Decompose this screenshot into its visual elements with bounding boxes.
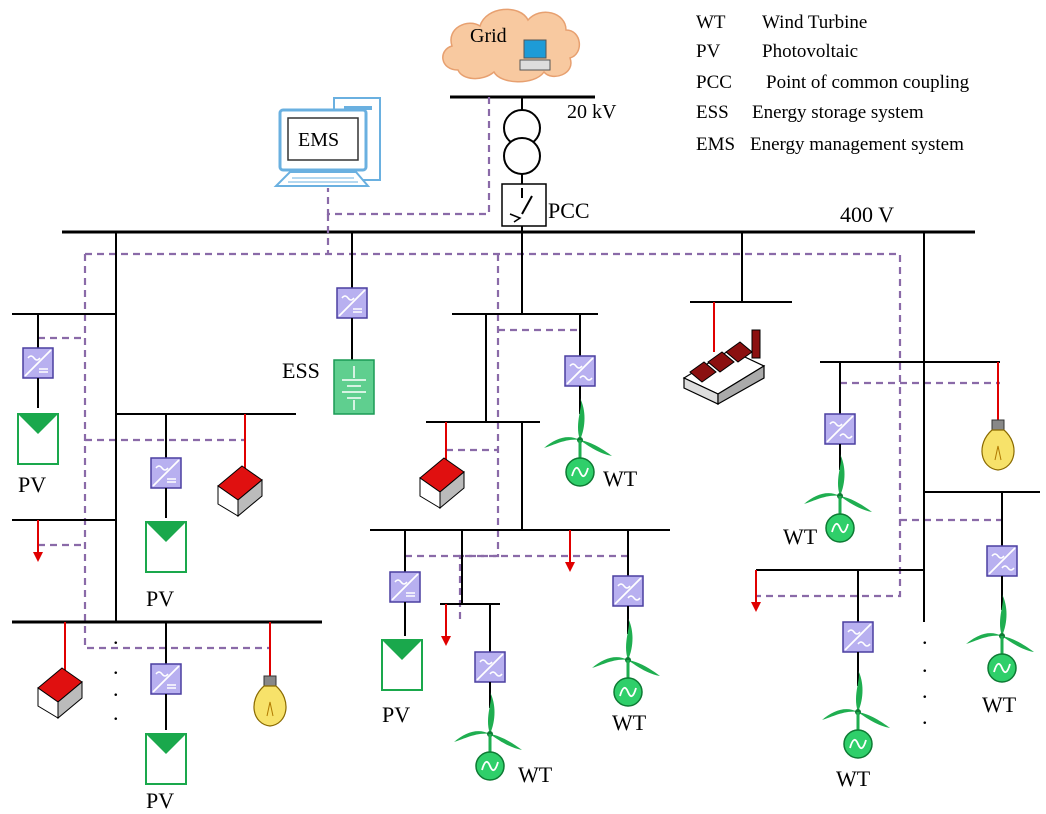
bulb-load-1-icon [253, 675, 287, 727]
grid-cloud-icon [442, 8, 580, 83]
load-arrow-2-icon [440, 603, 452, 647]
svg-text:.: . [113, 654, 119, 679]
wt-converter-2 [474, 651, 506, 683]
communication-network [38, 97, 1008, 650]
ems-computer-icon [273, 97, 381, 187]
wt-converter-3 [612, 575, 644, 607]
grid-label: Grid [470, 25, 507, 47]
ems-label: EMS [298, 129, 339, 151]
pv-panel-1-icon [17, 413, 59, 465]
wind-turbine-2-icon [452, 690, 524, 782]
pv-label-4: PV [382, 702, 410, 727]
ess-label: ESS [282, 358, 320, 383]
legend-abbr-pcc: PCC [696, 72, 732, 93]
hv-voltage-label: 20 kV [567, 101, 617, 123]
legend-abbr-ems: EMS [696, 134, 735, 155]
pcc-label: PCC [548, 198, 590, 223]
wind-turbine-5-icon [964, 592, 1036, 684]
pv-label-2: PV [146, 586, 174, 611]
factory-load-icon [682, 329, 766, 406]
wind-turbine-3-icon [590, 616, 662, 708]
legend-text-wt: Wind Turbine [762, 12, 867, 33]
svg-text:.: . [113, 676, 119, 701]
pv-converter-2 [150, 457, 182, 489]
wind-turbine-1-icon [542, 396, 614, 488]
wt-converter-4 [824, 413, 856, 445]
transformer-icon [503, 109, 541, 175]
wt-converter-5 [986, 545, 1018, 577]
dots-1: . [113, 624, 119, 649]
wt-label-2: WT [518, 762, 553, 787]
lv-voltage-label: 400 V [840, 202, 894, 227]
svg-text:.: . [113, 700, 119, 725]
pv-panel-3-icon [145, 733, 187, 785]
bulb-load-2-icon [981, 419, 1015, 471]
wt-label-3: WT [612, 710, 647, 735]
pv-converter-3 [150, 663, 182, 695]
wt-converter-6 [842, 621, 874, 653]
ess-battery-icon [333, 359, 375, 415]
legend-text-ems: Energy management system [750, 134, 964, 155]
house-load-1-icon [217, 465, 263, 517]
legend-text-ess: Energy storage system [752, 102, 924, 123]
svg-text:.: . [922, 704, 928, 729]
legend-abbr-wt: WT [696, 12, 726, 33]
svg-text:.: . [922, 678, 928, 703]
wt-label-1: WT [603, 466, 638, 491]
wt-label-6: WT [836, 766, 871, 791]
legend-abbr-pv: PV [696, 41, 721, 62]
pv-panel-2-icon [145, 521, 187, 573]
pv-converter-1 [22, 347, 54, 379]
pv-panel-4-icon [381, 639, 423, 691]
wind-turbine-6-icon [820, 668, 892, 760]
pv-label-3: PV [146, 788, 174, 813]
house-load-2-icon [37, 667, 83, 719]
load-arrow-4-icon [750, 569, 762, 613]
load-arrow-3-icon [564, 529, 576, 573]
dots-2: . [922, 624, 928, 649]
pv-label-1: PV [18, 472, 46, 497]
wt-label-5: WT [982, 692, 1017, 717]
legend-text-pcc: Point of common coupling [766, 72, 970, 93]
wt-converter-1 [564, 355, 596, 387]
ess-converter [336, 287, 368, 319]
house-load-3-icon [419, 457, 465, 509]
wt-label-4: WT [783, 524, 818, 549]
legend: WT Wind Turbine PV Photovoltaic PCC Poin… [696, 12, 970, 155]
load-arrow-1-icon [32, 519, 44, 563]
legend-text-pv: Photovoltaic [762, 41, 858, 62]
legend-abbr-ess: ESS [696, 102, 729, 123]
pcc-switch-icon [501, 183, 547, 227]
pv-converter-4 [389, 571, 421, 603]
grid-computer-icon [519, 39, 551, 71]
svg-text:.: . [922, 652, 928, 677]
